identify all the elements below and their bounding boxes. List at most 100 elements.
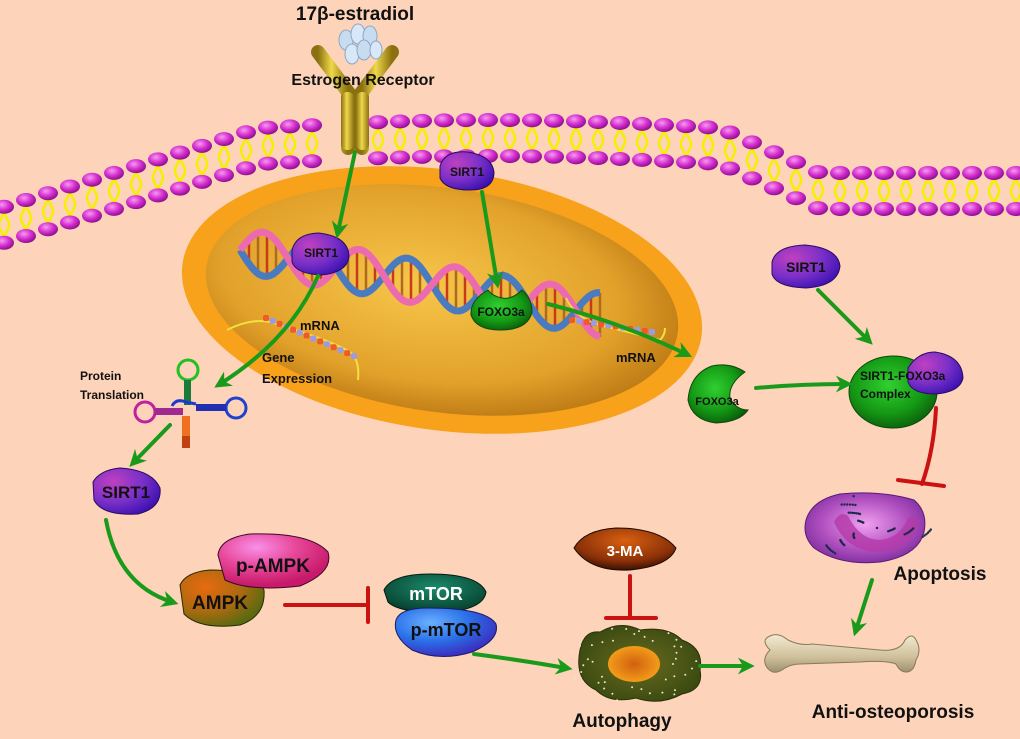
- protein-translation-label-line1: Protein: [80, 369, 121, 383]
- sirt1-left-protein: SIRT1: [92, 467, 161, 515]
- phospholipid-icon: [764, 145, 784, 196]
- phospholipid-icon: [698, 120, 718, 171]
- phospholipid-icon: [126, 159, 146, 210]
- sirt1-left-label: SIRT1: [102, 483, 150, 502]
- autophagy-cell-icon: [569, 625, 702, 702]
- inhibition-ampk-to-mtor: [283, 586, 370, 624]
- foxo3a-nucleus-protein: FOXO3a: [470, 289, 533, 331]
- phospholipid-icon: [236, 125, 256, 176]
- arrow-foxo3a-to-complex: [754, 375, 853, 393]
- p-mtor-protein: p-mTOR: [394, 607, 497, 657]
- p-ampk-label: p-AMPK: [236, 556, 310, 577]
- phospholipid-icon: [38, 186, 58, 237]
- phospholipid-icon: [82, 172, 102, 223]
- apoptosis-cell-icon: [804, 492, 932, 564]
- arrow-sirt1-to-ampk: [104, 518, 179, 607]
- sirt1-right-label: SIRT1: [786, 259, 826, 275]
- estradiol-label: 17β-estradiol: [296, 4, 414, 25]
- complex-label-line2: Complex: [860, 387, 911, 401]
- foxo3a-cytoplasm-label: FOXO3a: [695, 396, 739, 408]
- estrogen-receptor-label: Estrogen Receptor: [291, 72, 434, 89]
- mrna-right-label: mRNA: [616, 350, 656, 365]
- estradiol-molecule-icon: [338, 23, 383, 65]
- phospholipid-icon: [148, 152, 168, 203]
- cell-membrane: [0, 113, 1020, 250]
- phospholipid-icon: [566, 114, 586, 165]
- arrow-gene-expression-to-translation: [214, 274, 320, 388]
- arrow-sirt1-to-complex: [816, 288, 873, 345]
- phospholipid-icon: [962, 166, 982, 216]
- phospholipid-icon: [390, 114, 410, 165]
- phospholipid-icon: [918, 166, 938, 216]
- trna-translation-icon: [133, 358, 248, 448]
- phospholipid-icon: [830, 166, 850, 216]
- phospholipid-icon: [984, 166, 1004, 216]
- phospholipid-icon: [192, 138, 212, 189]
- protein-translation-label-line2: Translation: [80, 388, 144, 402]
- phospholipid-icon: [434, 113, 454, 164]
- inhibition-3ma-to-autophagy: [604, 574, 658, 620]
- phospholipid-icon: [522, 113, 542, 164]
- phospholipid-icon: [808, 165, 828, 216]
- phospholipid-icon: [720, 125, 740, 176]
- sirt1-nucleus-protein: SIRT1: [291, 232, 350, 276]
- complex-label-line1: SIRT1-FOXO3a: [860, 369, 946, 383]
- bone-icon: [764, 634, 920, 673]
- arrow-sirt1-to-foxo3a: [480, 190, 504, 289]
- arrow-translation-to-sirt1: [129, 423, 172, 467]
- inhibition-complex-to-apoptosis: [896, 406, 946, 488]
- phospholipid-icon: [874, 166, 894, 216]
- phospholipid-icon: [676, 119, 696, 170]
- sirt1-foxo3a-complex: SIRT1-FOXO3a Complex: [848, 351, 964, 429]
- phospholipid-icon: [214, 132, 234, 183]
- phospholipid-icon: [500, 113, 520, 164]
- phospholipid-icon: [940, 166, 960, 216]
- phospholipid-icon: [896, 166, 916, 216]
- phospholipid-icon: [412, 113, 432, 164]
- phospholipid-icon: [786, 155, 806, 206]
- phospholipid-icon: [852, 166, 872, 216]
- autophagy-label: Autophagy: [572, 711, 672, 732]
- sirt1-nucleus-label: SIRT1: [304, 246, 338, 260]
- phospholipid-icon: [742, 135, 762, 186]
- phospholipid-icon: [368, 115, 388, 166]
- sirt1-membrane-protein: SIRT1: [439, 151, 495, 191]
- phospholipid-icon: [104, 165, 124, 216]
- phospholipid-icon: [0, 199, 14, 250]
- mrna-strand-left-icon: [226, 315, 360, 381]
- arrow-foxo3a-export: [546, 302, 693, 358]
- foxo3a-nucleus-label: FOXO3a: [477, 305, 525, 319]
- phospholipid-icon: [302, 118, 322, 169]
- gene-expression-label-line1: Gene: [262, 350, 295, 365]
- phospholipid-icon: [16, 193, 36, 243]
- mrna-left-label: mRNA: [300, 318, 340, 333]
- ampk-label: AMPK: [192, 593, 248, 614]
- p-mtor-label: p-mTOR: [411, 620, 482, 640]
- arrow-apoptosis-to-bone: [851, 578, 874, 637]
- phospholipid-icon: [632, 116, 652, 167]
- arrow-mtor-to-autophagy: [472, 652, 573, 675]
- foxo3a-cytoplasm-protein: FOXO3a: [687, 364, 749, 424]
- phospholipid-icon: [280, 119, 300, 170]
- p-ampk-protein: p-AMPK: [217, 533, 330, 589]
- 3-ma-label: 3-MA: [607, 543, 644, 560]
- apoptosis-label: Apoptosis: [894, 564, 987, 585]
- mtor-protein: mTOR: [383, 573, 487, 613]
- phospholipid-icon: [1006, 166, 1020, 216]
- gene-expression-label-line2: Expression: [262, 371, 332, 386]
- mtor-label: mTOR: [409, 584, 463, 604]
- phospholipid-icon: [258, 120, 278, 171]
- phospholipid-icon: [588, 115, 608, 166]
- sirt1-right-protein: SIRT1: [771, 244, 841, 289]
- phospholipid-icon: [610, 115, 630, 166]
- anti-osteoporosis-label: Anti-osteoporosis: [812, 702, 975, 723]
- 3-ma-inhibitor: 3-MA: [573, 527, 677, 571]
- arrow-receptor-to-sirt1: [331, 150, 357, 239]
- phospholipid-icon: [60, 179, 80, 230]
- phospholipid-icon: [170, 145, 190, 196]
- sirt1-membrane-label: SIRT1: [450, 165, 484, 179]
- phospholipid-icon: [544, 113, 564, 164]
- phospholipid-icon: [478, 113, 498, 164]
